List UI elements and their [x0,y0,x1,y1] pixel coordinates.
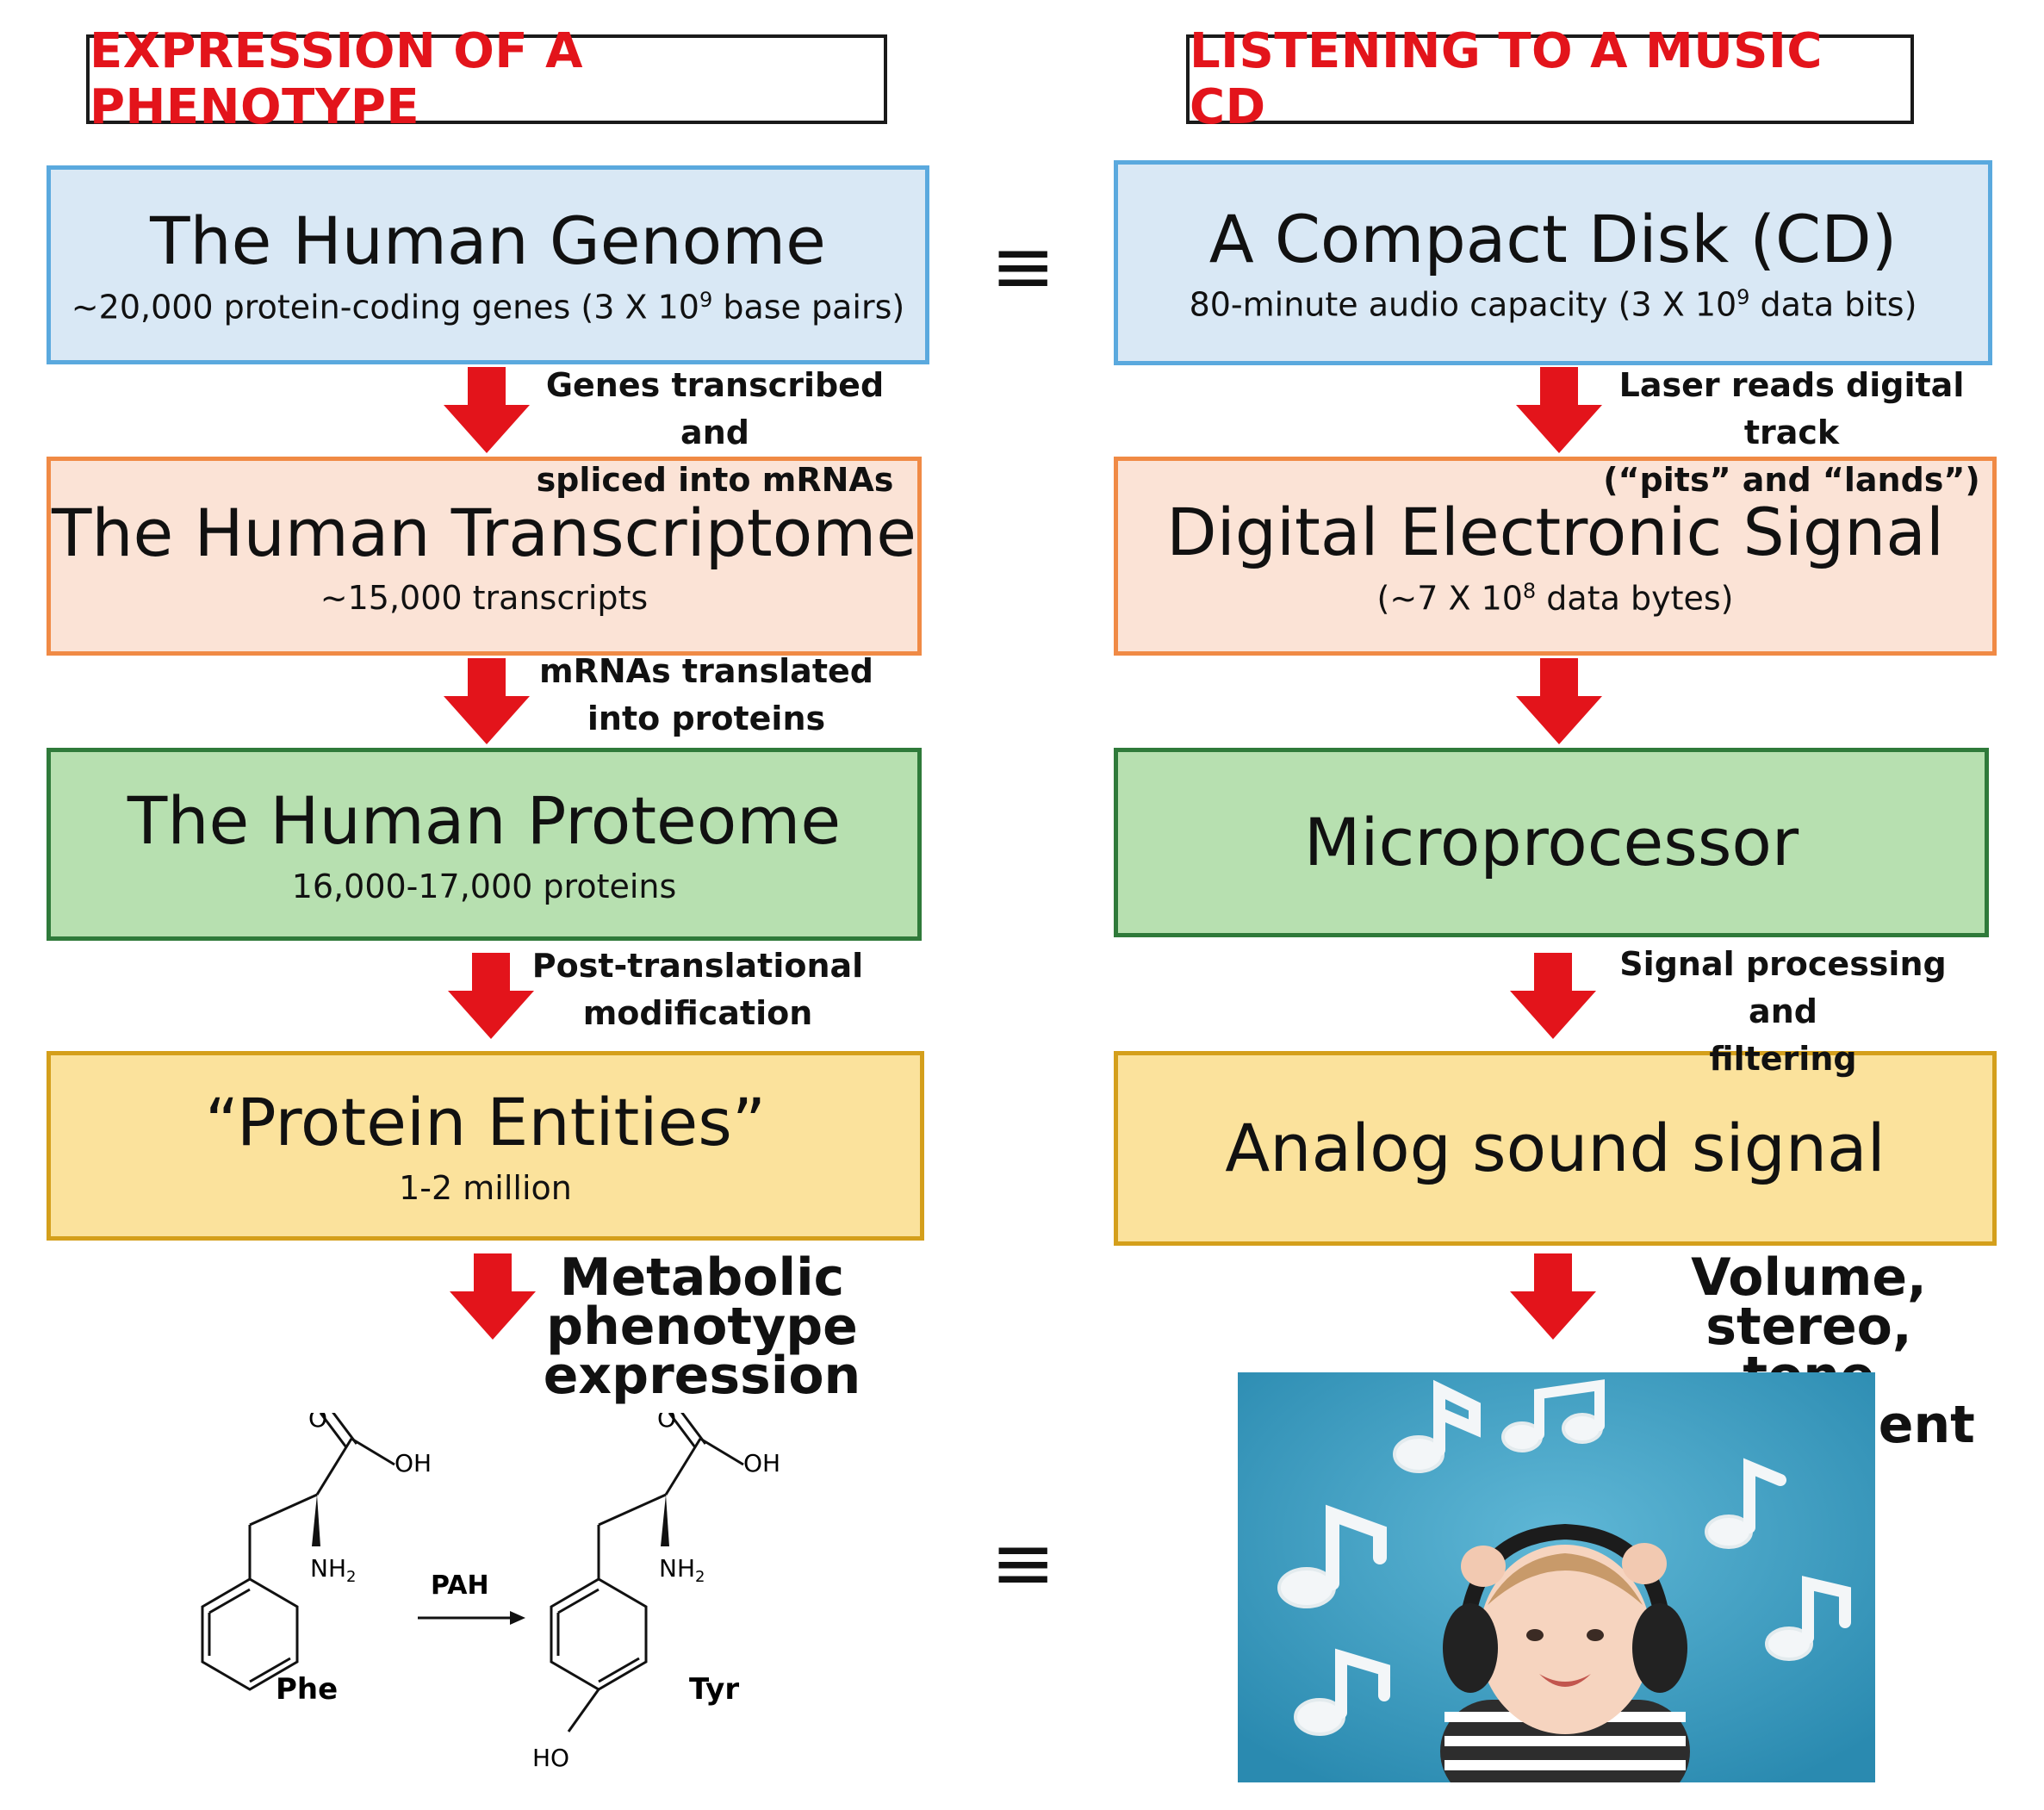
tyr-o-label: O [657,1413,676,1433]
music-note-icon [1277,1504,1387,1608]
arrow-down-icon [1516,658,1602,744]
entities-subtitle: 1-2 million [399,1168,572,1207]
baby-headphones-image [1238,1372,1875,1782]
transcriptome-box: The Human Transcriptome ~15,000 transcri… [47,457,922,656]
genome-title: The Human Genome [150,202,826,280]
genome-box: The Human Genome ~20,000 protein-coding … [47,165,929,364]
right-header-text: LISTENING TO A MUSIC CD [1190,23,1823,135]
tyr-label: Tyr [689,1672,739,1707]
equiv-symbol-bottom: ≡ [991,1518,1056,1608]
arrow-down-icon [1510,1253,1596,1340]
left-header: EXPRESSION OF A PHENOTYPE [86,23,887,135]
phe-o-label: O [308,1413,327,1433]
digital-subtitle: (~7 X 108 data bytes) [1376,578,1734,618]
transcriptome-subtitle: ~15,000 transcripts [320,579,649,618]
micro-title: Microprocessor [1303,804,1799,881]
phe-oh-label: OH [395,1449,432,1477]
analog-title: Analog sound signal [1225,1110,1886,1187]
music-note-icon [1765,1576,1851,1661]
transcriptome-title: The Human Transcriptome [51,494,917,571]
tyr-nh2-label: NH2 [659,1554,705,1586]
music-note-icon [1294,1648,1390,1736]
music-note-icon [1705,1458,1786,1549]
right-step1-label: Laser reads digital track(“pits” and “la… [1603,366,1980,500]
arrow-down-icon [450,1253,536,1340]
micro-box: Microprocessor [1114,748,1989,937]
arrow-down-icon [1516,367,1602,453]
arrow-down-icon [444,367,530,453]
proteome-box: The Human Proteome 16,000-17,000 protein… [47,748,922,941]
left-header-text: EXPRESSION OF A PHENOTYPE [90,23,583,135]
digital-box: Digital Electronic Signal (~7 X 108 data… [1114,457,1997,656]
phe-to-tyr-reaction: O OH NH2 Phe PAH O OH NH2 HO Tyr [201,1413,780,1772]
right-header: LISTENING TO A MUSIC CD [1186,23,1914,135]
tyr-ho-label: HO [532,1744,569,1772]
enzyme-label: PAH [431,1571,489,1601]
proteome-title: The Human Proteome [127,782,842,860]
arrow-down-icon [444,658,530,744]
tyr-oh-label: OH [743,1449,780,1477]
baby-figure [1440,1523,1690,1782]
cd-subtitle: 80-minute audio capacity (3 X 109 data b… [1189,285,1917,325]
proteome-subtitle: 16,000-17,000 proteins [291,867,677,905]
phe-nh2-label: NH2 [310,1554,356,1586]
music-note-icon [1501,1379,1605,1452]
arrow-down-icon [1510,953,1596,1039]
arrow-down-icon [448,953,534,1039]
entities-title: “Protein Entities” [204,1084,767,1161]
cd-box: A Compact Disk (CD) 80-minute audio capa… [1114,160,1992,365]
analog-box: Analog sound signal [1114,1051,1997,1246]
music-note-icon [1393,1379,1481,1473]
cd-title: A Compact Disk (CD) [1208,200,1898,277]
genome-subtitle: ~20,000 protein-coding genes (3 X 109 ba… [71,287,905,327]
digital-title: Digital Electronic Signal [1166,494,1944,571]
phe-label: Phe [276,1672,338,1707]
equiv-symbol-top: ≡ [991,221,1056,312]
entities-box: “Protein Entities” 1-2 million [47,1051,924,1241]
